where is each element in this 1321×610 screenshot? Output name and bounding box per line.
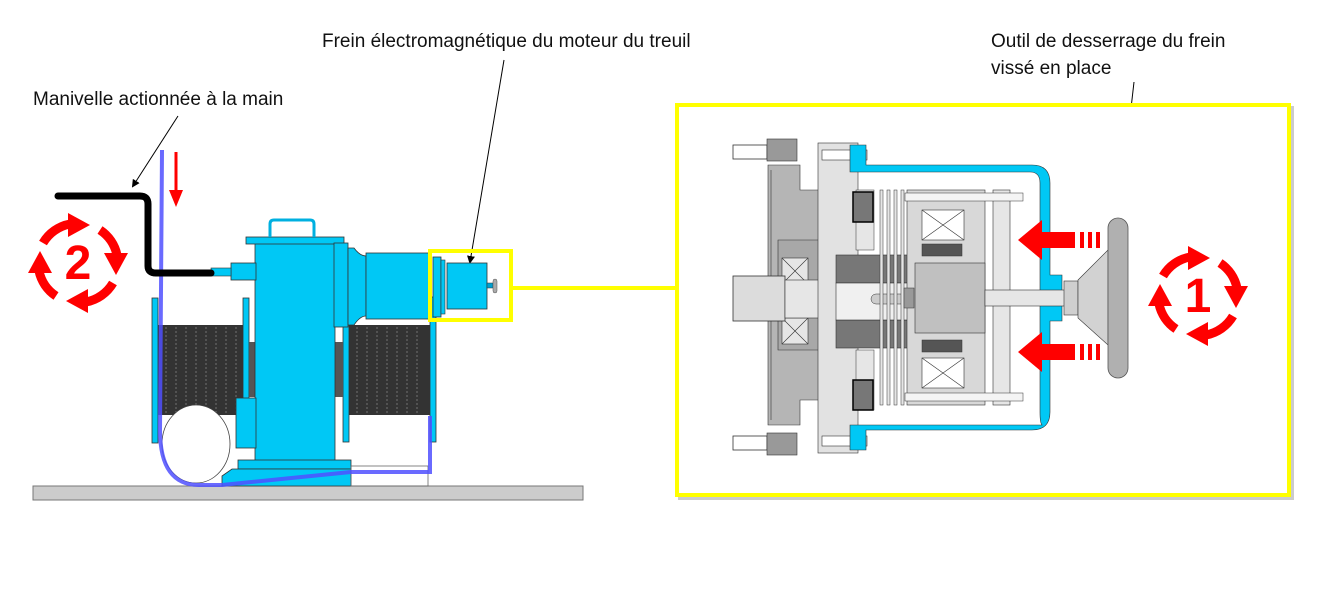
brake-cross-section	[732, 138, 1129, 456]
cable-roller	[161, 404, 231, 484]
ground-base	[32, 485, 584, 501]
cable	[157, 149, 432, 488]
gearbox-column	[254, 242, 336, 462]
drum-right	[349, 325, 430, 415]
leader-brake	[467, 59, 505, 264]
motor	[365, 252, 432, 320]
label-release-tool-line2: vissé en place	[991, 58, 1112, 79]
down-arrow-icon	[169, 152, 183, 207]
label-crank: Manivelle actionnée à la main	[33, 89, 284, 110]
label-brake: Frein électromagnétique du moteur du tre…	[322, 31, 691, 52]
winch	[151, 218, 498, 487]
release-tool-handle	[1107, 217, 1129, 379]
drum-left	[158, 325, 243, 415]
crank-handle	[54, 192, 215, 277]
step-1-number: 1	[1185, 270, 1212, 323]
brake	[446, 262, 488, 310]
rotation-step-2-icon: 2	[28, 213, 128, 313]
step-2-number: 2	[65, 237, 92, 290]
brake-highlight-box	[428, 249, 513, 322]
push-arrow-icon	[1018, 220, 1100, 372]
leader-crank	[131, 115, 179, 188]
rotation-step-1-icon: 1	[1148, 246, 1248, 346]
label-release-tool: Outil de desserrage du frein	[991, 31, 1226, 52]
